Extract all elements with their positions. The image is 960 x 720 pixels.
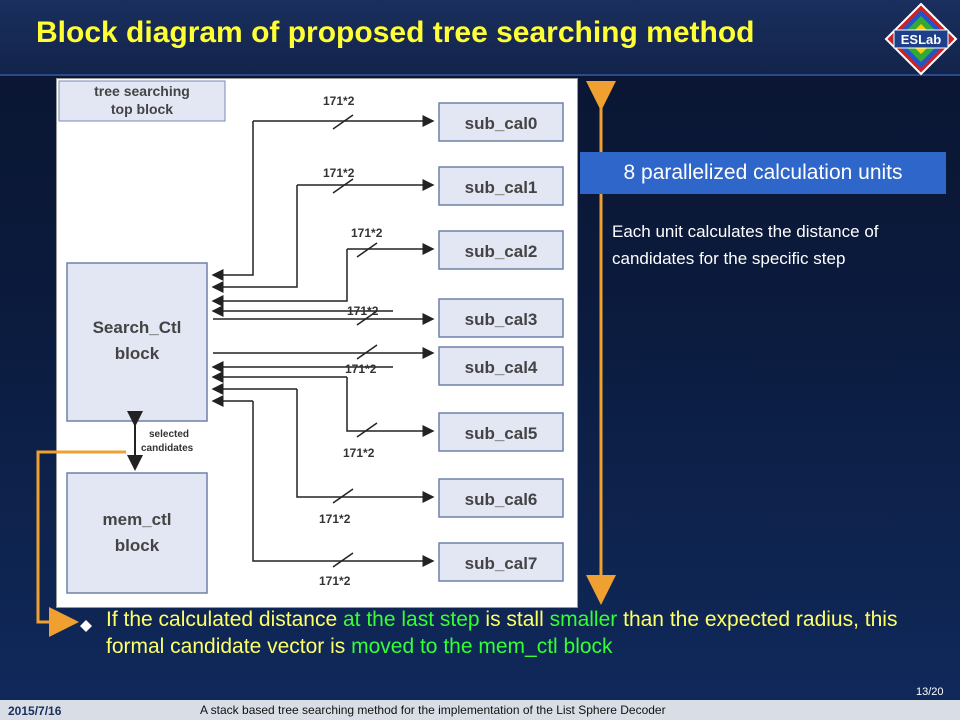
bus-slash-0	[332, 114, 354, 130]
sub-cal-label-7: sub_cal7	[465, 554, 538, 573]
bus-label-2: 171*2	[351, 226, 383, 240]
sub-cal-box-2	[438, 230, 564, 270]
selected-label-1: selected	[149, 429, 189, 440]
bus-label-7: 171*2	[319, 574, 351, 588]
bracket-arrow	[36, 450, 126, 637]
top-block-label-2: top block	[111, 101, 173, 117]
sub-cal-box-1	[438, 166, 564, 206]
sub-cal-label-2: sub_cal2	[465, 242, 538, 261]
wire-7	[252, 401, 435, 567]
bus-label-0: 171*2	[323, 94, 355, 108]
footer-bar	[0, 700, 960, 720]
bus-label-4: 171*2	[345, 362, 377, 376]
wire-5	[346, 377, 435, 437]
sub-cal-label-4: sub_cal4	[465, 358, 538, 377]
diamond-bullet-icon	[80, 620, 92, 632]
parallel-units-callout: 8 parallelized calculation units	[580, 152, 946, 194]
slide-date: 2015/7/16	[8, 704, 62, 718]
bus-label-3: 171*2	[347, 304, 379, 318]
wire-1-back	[211, 185, 298, 293]
sub-cal-box-3	[438, 298, 564, 338]
wire-2-back	[211, 249, 348, 307]
selected-label-2: candidates	[141, 443, 194, 454]
sub-cal-label-5: sub_cal5	[465, 424, 538, 443]
wire-0-back	[211, 121, 254, 281]
bus-label-5: 171*2	[343, 446, 375, 460]
sub-cal-label-1: sub_cal1	[465, 178, 538, 197]
page-number: 13/20	[916, 686, 944, 698]
top-block-box	[58, 80, 226, 122]
bullet-part-5: than the expected radius, this formal ca…	[106, 608, 898, 658]
bus-slash-7	[332, 552, 354, 568]
mem-ctl-label-1: mem_ctl	[103, 510, 172, 529]
bullet-part-1: If the calculated distance	[106, 608, 343, 631]
bullet-part-3: is stall	[479, 608, 550, 631]
unit-description: Each unit calculates the distance of can…	[612, 222, 879, 268]
top-block-label-1: tree searching	[94, 83, 190, 99]
bus-slash-1	[332, 178, 354, 194]
search-ctl-block	[66, 262, 208, 422]
bullet-text: If the calculated distance at the last s…	[106, 606, 946, 660]
bus-slash-5	[356, 422, 378, 438]
wire-6	[296, 389, 435, 503]
bus-slash-6	[332, 488, 354, 504]
sub-cal-box-0	[438, 102, 564, 142]
bullet-part-4: smaller	[549, 608, 618, 631]
sub-cal-box-4	[438, 346, 564, 386]
sub-cal-label-0: sub_cal0	[465, 114, 538, 133]
search-ctl-label-2: block	[115, 344, 160, 363]
sub-cal-box-6	[438, 478, 564, 518]
bus-slash-2	[356, 242, 378, 258]
sub-cal-label-3: sub_cal3	[465, 310, 538, 329]
mem-ctl-label-2: block	[115, 536, 160, 555]
bullet-part-2: at the last step	[342, 608, 480, 631]
bus-label-1: 171*2	[323, 166, 355, 180]
block-diagram: tree searching top block Search_Ctl bloc…	[56, 78, 578, 608]
bus-slash-3	[356, 310, 378, 326]
eslab-logo: ESLab	[884, 2, 958, 76]
logo-text: ESLab	[901, 32, 942, 47]
sub-cal-box-7	[438, 542, 564, 582]
bullet-part-6: moved to the mem_ctl block	[351, 635, 613, 658]
bus-label-6: 171*2	[319, 512, 351, 526]
sub-cal-box-5	[438, 412, 564, 452]
bus-slash-4	[356, 344, 378, 360]
search-ctl-label-1: Search_Ctl	[93, 318, 182, 337]
footer-title: A stack based tree searching method for …	[200, 703, 666, 717]
title-bar	[0, 0, 960, 76]
mem-ctl-block	[66, 472, 208, 594]
sub-cal-label-6: sub_cal6	[465, 490, 538, 509]
slide-title: Block diagram of proposed tree searching…	[36, 16, 755, 49]
